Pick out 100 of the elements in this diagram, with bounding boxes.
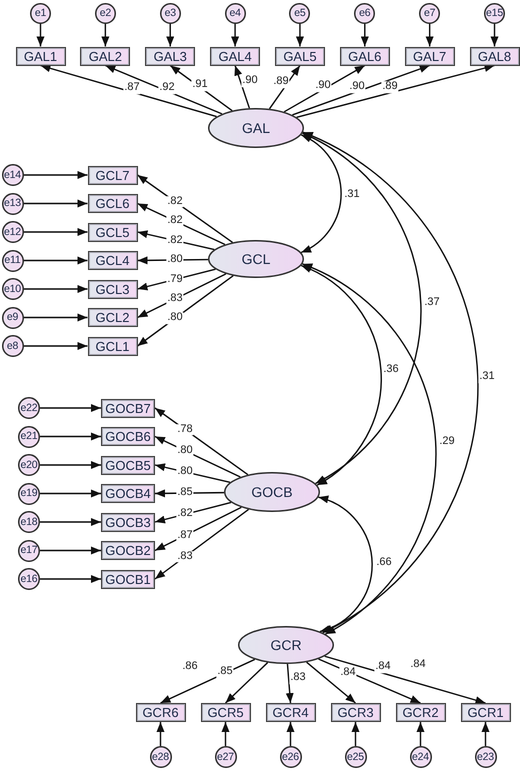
arrow	[292, 64, 430, 116]
error-term-circle: e10	[2, 278, 24, 300]
edge-label: .90	[241, 75, 259, 87]
arrow	[284, 64, 366, 112]
edge-label: .92	[158, 82, 176, 94]
double-headed-arrow	[302, 263, 436, 635]
edge-label: .90	[348, 81, 366, 93]
arrow	[426, 24, 434, 46]
edge-label: .91	[191, 79, 209, 91]
observed-variable-box: GAL4	[210, 46, 260, 66]
error-term-circle: e21	[18, 426, 40, 448]
edge-label: .89	[381, 81, 399, 93]
arrow	[24, 171, 88, 179]
double-headed-arrow	[302, 132, 422, 484]
error-term-circle: e17	[18, 540, 40, 562]
observed-variable-box: GCR5	[200, 703, 250, 722]
error-term-circle: e25	[344, 746, 366, 768]
observed-variable-box: GOCB3	[101, 512, 155, 532]
error-term-circle: e19	[18, 482, 40, 504]
error-term-circle: e14	[2, 164, 24, 186]
arrow	[24, 285, 88, 293]
edge-label: .82	[176, 508, 194, 520]
observed-variable-box: GAL1	[16, 46, 66, 66]
arrow	[156, 722, 164, 746]
edge-label: .80	[166, 312, 184, 324]
edge-label: .84	[339, 667, 357, 679]
arrow	[231, 24, 240, 46]
error-term-circle: e23	[474, 746, 496, 768]
observed-variable-box: GAL8	[470, 46, 520, 66]
arrow	[40, 546, 101, 554]
observed-variable-box: GAL3	[145, 46, 196, 66]
arrow	[137, 275, 234, 347]
edge-label: .84	[374, 661, 392, 673]
arrow	[154, 407, 248, 476]
observed-variable-box: GCR6	[136, 703, 186, 722]
arrow	[416, 722, 424, 746]
arrow	[24, 342, 88, 350]
arrow	[482, 722, 490, 746]
error-term-circle: e12	[2, 221, 24, 243]
error-term-circle: e9	[2, 306, 24, 328]
observed-variable-box: GAL2	[80, 46, 130, 66]
latent-variable-ellipse: GCL	[208, 240, 304, 278]
arrow	[154, 506, 242, 552]
arrow	[40, 518, 101, 526]
edge-label: .80	[176, 466, 194, 478]
error-term-circle: e1	[30, 2, 51, 24]
arrow	[268, 65, 301, 110]
arrow	[306, 662, 356, 704]
edge-label: .82	[166, 234, 184, 246]
arrow	[352, 722, 360, 746]
arrow	[40, 64, 217, 118]
arrow	[234, 65, 250, 108]
edge-label: .87	[176, 530, 194, 542]
edge-label: .83	[176, 550, 194, 562]
arrow	[24, 314, 88, 322]
edge-label: .31	[478, 371, 496, 383]
edge-label: .79	[166, 274, 184, 286]
arrow	[324, 656, 486, 704]
error-term-circle: e26	[280, 746, 302, 768]
error-term-circle: e7	[419, 2, 440, 24]
arrow	[296, 24, 304, 46]
arrow	[24, 228, 88, 236]
edge-label: .83	[289, 672, 307, 684]
error-term-circle: e15	[484, 2, 506, 24]
observed-variable-box: GAL6	[340, 46, 390, 66]
edge-label: .78	[176, 424, 194, 436]
edge-label: .83	[166, 293, 184, 305]
observed-variable-box: GCR1	[460, 703, 510, 722]
arrow	[40, 404, 101, 412]
error-term-circle: e3	[160, 2, 181, 24]
observed-variable-box: GCL6	[88, 194, 138, 213]
observed-variable-box: GOCB4	[101, 484, 155, 503]
arrow	[225, 662, 268, 704]
observed-variable-box: GAL7	[404, 46, 455, 66]
edge-label: .87	[123, 82, 141, 94]
latent-variable-ellipse: GAL	[208, 108, 304, 148]
edge-label: .80	[176, 444, 194, 456]
observed-variable-box: GCL3	[88, 280, 138, 298]
error-term-circle: e16	[18, 568, 40, 590]
edge-label: .90	[314, 80, 332, 92]
error-term-circle: e4	[224, 2, 246, 24]
arrow	[286, 664, 294, 704]
observed-variable-box: GCR2	[396, 703, 446, 722]
arrow	[137, 268, 216, 290]
observed-variable-box: GCL7	[88, 166, 138, 184]
observed-variable-box: GOCB7	[101, 398, 155, 418]
arrow	[36, 24, 44, 46]
arrow	[296, 64, 495, 118]
double-headed-arrow	[318, 496, 373, 632]
observed-variable-box: GCL5	[88, 222, 138, 242]
double-headed-arrow	[300, 264, 382, 486]
arrow	[286, 722, 294, 746]
arrow	[155, 489, 224, 498]
error-term-circle: e18	[18, 511, 40, 533]
observed-variable-box: GAL5	[274, 46, 325, 66]
error-term-circle: e24	[410, 746, 432, 768]
arrow	[40, 432, 101, 440]
arrow	[222, 722, 230, 746]
arrow	[160, 658, 256, 704]
observed-variable-box: GCL4	[88, 251, 138, 270]
